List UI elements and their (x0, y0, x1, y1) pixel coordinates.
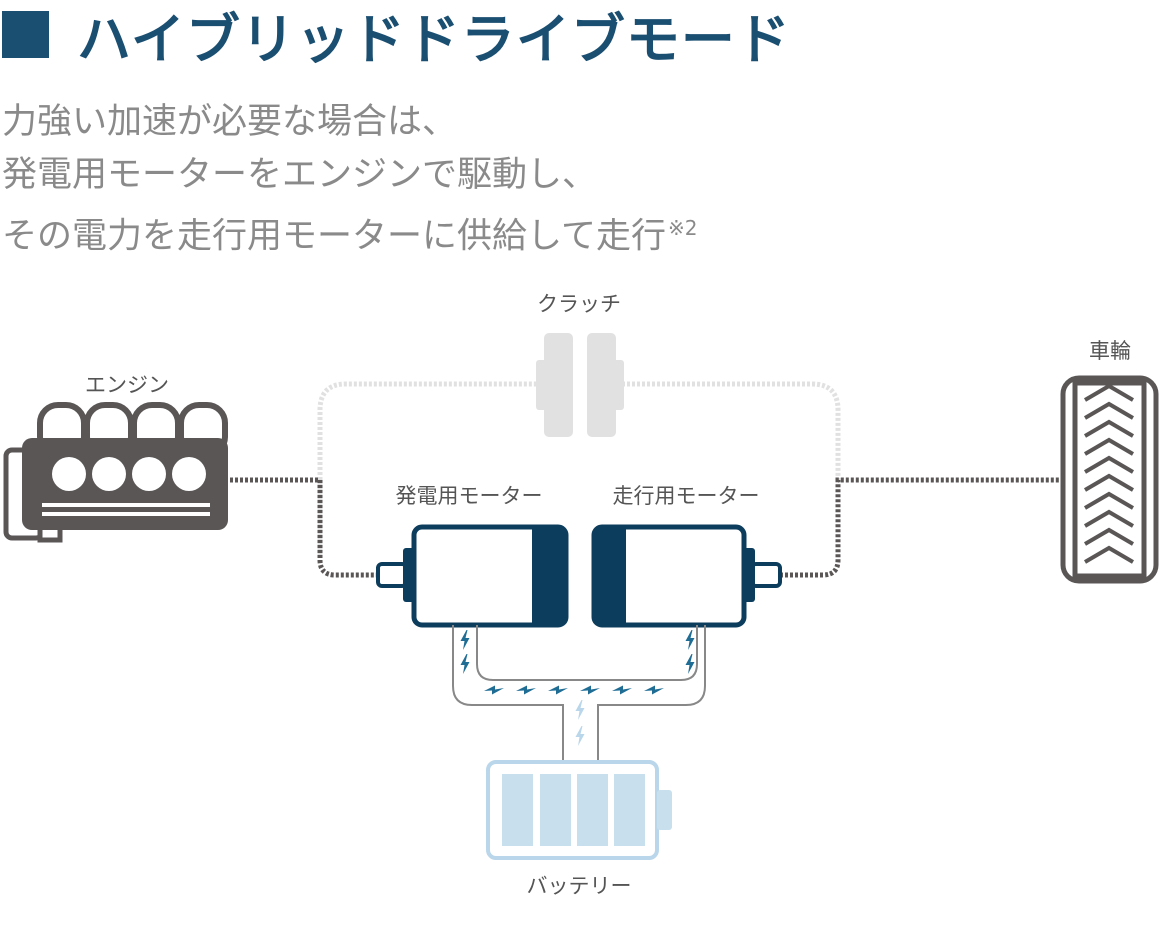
clutch-icon (317, 333, 841, 555)
battery-label: バッテリー (527, 874, 632, 898)
generator-shaft-line (317, 480, 378, 578)
drive-motor-icon (591, 524, 782, 628)
wheel-label: 車輪 (1089, 339, 1131, 363)
description-line-3: その電力を走行用モーターに供給して走行※2 (2, 202, 697, 264)
engine-icon (3, 402, 228, 543)
page-title: ハイブリッドドライブモード (77, 7, 791, 71)
clutch-label: クラッチ (537, 292, 621, 316)
drive-shaft-line (780, 477, 1060, 578)
generator-motor-icon (376, 524, 569, 628)
description: 力強い加速が必要な場合は、 発電用モーターをエンジンで駆動し、 その電力を走行用… (2, 96, 697, 264)
footnote-mark: ※2 (667, 216, 698, 240)
description-line-2: 発電用モーターをエンジンで駆動し、 (2, 155, 598, 195)
wheel-icon (1060, 375, 1159, 584)
power-wiring (452, 625, 706, 760)
heading: ハイブリッドドライブモード (0, 0, 791, 71)
drive-motor-label: 走行用モーター (613, 484, 760, 508)
generator-motor-label: 発電用モーター (396, 484, 543, 508)
heading-square-icon (2, 10, 49, 58)
engine-label: エンジン (85, 373, 169, 397)
description-line-3-text: その電力を走行用モーターに供給して走行 (2, 216, 666, 257)
battery-icon (486, 760, 672, 860)
description-line-1: 力強い加速が必要な場合は、 (2, 102, 458, 142)
